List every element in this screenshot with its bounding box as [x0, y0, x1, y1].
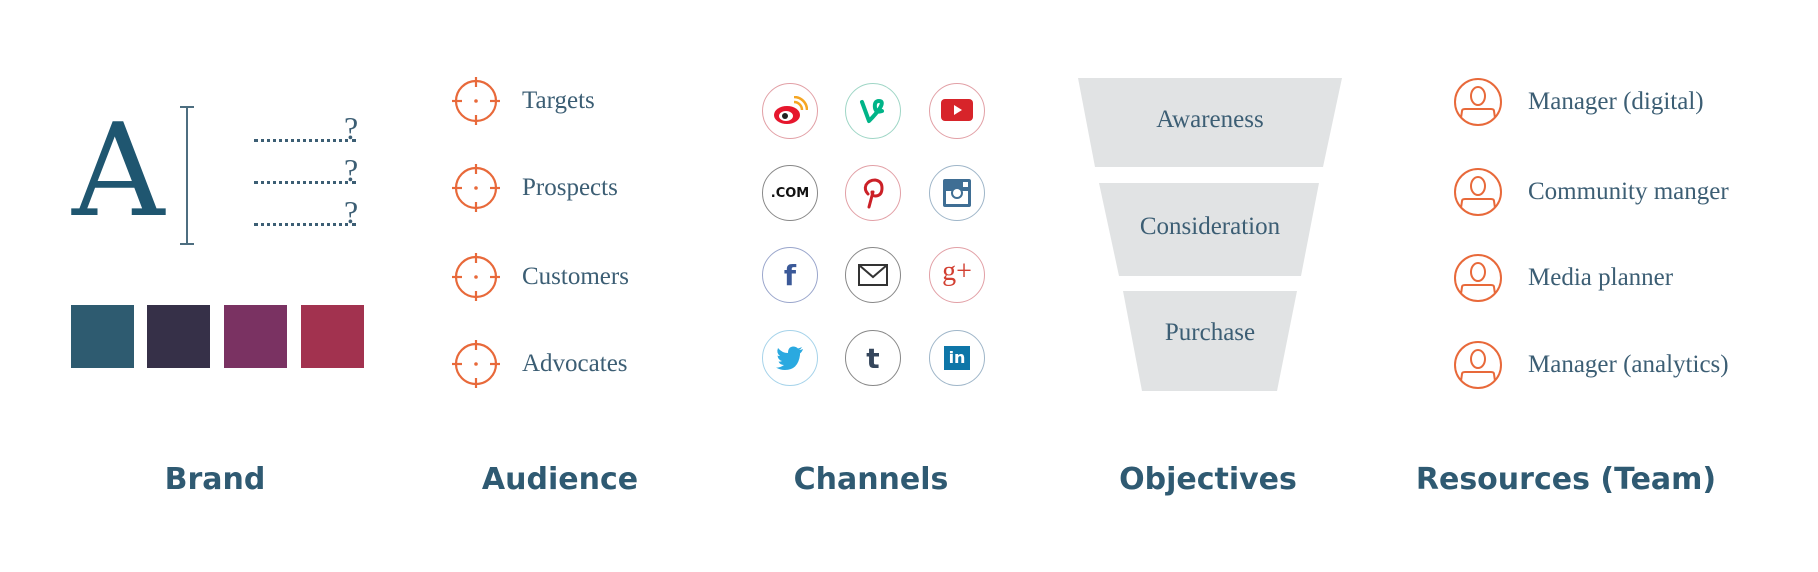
funnel-diagram: [1078, 78, 1342, 391]
brand-heading: Brand: [164, 462, 266, 497]
team-member-item: Community manger: [1452, 166, 1729, 218]
person-icon: [1454, 254, 1502, 302]
question-mark: ?: [344, 194, 359, 230]
objectives-heading: Objectives: [1119, 462, 1297, 497]
pinterest-icon: [863, 178, 884, 209]
brand-typeface-letter: A: [72, 97, 165, 246]
team-member-label: Manager (digital): [1528, 88, 1704, 115]
channel-email: [845, 247, 901, 303]
youtube-icon: [941, 99, 973, 121]
audience-item: Advocates: [450, 339, 628, 389]
channel-vine: [845, 83, 901, 139]
target-crosshair-icon: [452, 340, 500, 388]
dotted-line: [254, 139, 356, 142]
channel-weibo: [762, 83, 818, 139]
audience-heading: Audience: [481, 462, 639, 497]
team-member-item: Manager (digital): [1452, 76, 1704, 128]
facebook-icon: f: [783, 258, 797, 292]
dotcom-icon: .COM: [770, 185, 810, 201]
channel-twitter: [762, 330, 818, 386]
color-swatch-teal: [71, 305, 134, 368]
person-icon: [1454, 168, 1502, 216]
color-swatch-crimson: [301, 305, 364, 368]
channel-google-plus: g+: [929, 247, 985, 303]
audience-label: Customers: [522, 263, 629, 290]
channel-pinterest: [845, 165, 901, 221]
channel-tumblr: t: [845, 330, 901, 386]
audience-item: Customers: [450, 252, 629, 302]
channel-website: .COM: [762, 165, 818, 221]
question-mark: ?: [344, 110, 359, 146]
linkedin-icon: in: [944, 346, 970, 370]
audience-item: Targets: [450, 76, 595, 126]
audience-label: Targets: [522, 87, 595, 114]
funnel-label: Awareness: [1156, 106, 1264, 133]
vine-icon: [860, 99, 884, 123]
twitter-icon: [776, 346, 803, 370]
funnel-label: Purchase: [1164, 319, 1256, 346]
team-member-item: Media planner: [1452, 252, 1673, 304]
resources-heading: Resources (Team): [1415, 462, 1717, 497]
google-plus-icon: g+: [942, 256, 972, 287]
channel-instagram: [929, 165, 985, 221]
team-member-item: Manager (analytics): [1452, 339, 1729, 391]
funnel-label: Consideration: [1139, 213, 1281, 240]
audience-item: Prospects: [450, 163, 618, 213]
instagram-icon: [943, 179, 971, 207]
color-swatch-plum: [224, 305, 287, 368]
team-member-label: Community manger: [1528, 178, 1729, 205]
channel-youtube: [929, 83, 985, 139]
target-crosshair-icon: [452, 253, 500, 301]
question-mark: ?: [344, 152, 359, 188]
dotted-line: [254, 223, 356, 226]
email-icon: [858, 264, 888, 286]
channels-heading: Channels: [793, 462, 949, 497]
funnel-segment-awareness: [1078, 78, 1342, 167]
audience-label: Prospects: [522, 174, 618, 201]
tumblr-icon: t: [866, 341, 880, 375]
channel-linkedin: in: [929, 330, 985, 386]
person-icon: [1454, 341, 1502, 389]
channel-facebook: f: [762, 247, 818, 303]
team-member-label: Manager (analytics): [1528, 351, 1729, 378]
color-swatch-dark-purple: [147, 305, 210, 368]
audience-label: Advocates: [522, 350, 628, 377]
target-crosshair-icon: [452, 77, 500, 125]
person-icon: [1454, 78, 1502, 126]
weibo-icon: [774, 96, 808, 124]
team-member-label: Media planner: [1528, 264, 1674, 291]
dotted-line: [254, 181, 356, 184]
funnel-segment-purchase: [1123, 291, 1297, 391]
funnel-segment-consideration: [1099, 183, 1319, 276]
target-crosshair-icon: [452, 164, 500, 212]
